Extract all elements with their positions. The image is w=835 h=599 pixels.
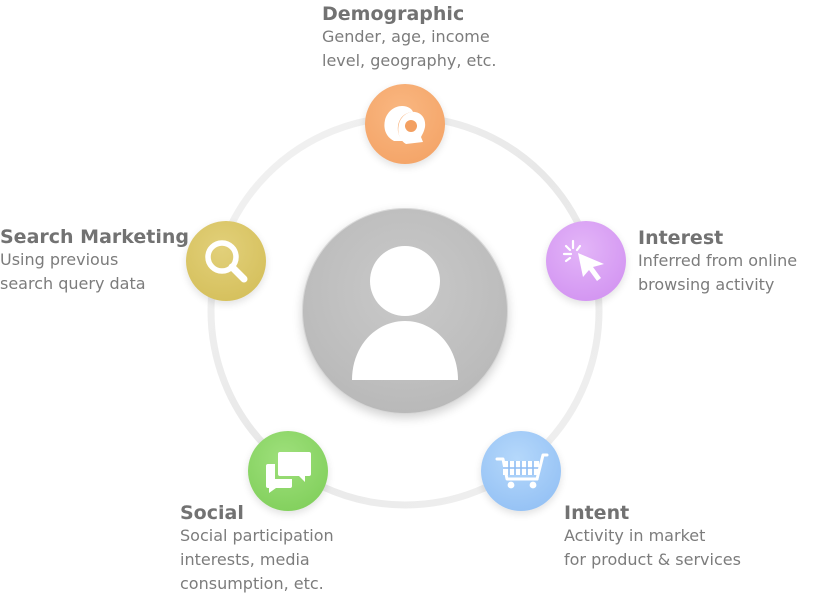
interest-label: Interest Inferred from online browsing a… xyxy=(638,227,797,297)
demographic-title: Demographic xyxy=(322,3,465,25)
people-heads-icon xyxy=(384,106,426,144)
intent-desc-line2: for product & services xyxy=(564,550,741,569)
magnifier-icon xyxy=(205,240,248,283)
search-node xyxy=(186,221,266,301)
intent-label: Intent Activity in market for product & … xyxy=(564,502,741,572)
social-desc-line2: interests, media xyxy=(180,550,310,569)
interest-title: Interest xyxy=(638,227,724,249)
search-desc-line2: search query data xyxy=(0,274,146,293)
demographic-label: Demographic Gender, age, income level, g… xyxy=(322,3,496,73)
social-node xyxy=(248,431,328,511)
demographic-desc-line2: level, geography, etc. xyxy=(322,51,497,70)
interest-desc-line1: Inferred from online xyxy=(638,251,798,270)
cursor-click-icon xyxy=(562,239,604,281)
intent-desc-line1: Activity in market xyxy=(564,526,706,545)
search-desc-line1: Using previous xyxy=(0,250,119,269)
demographic-desc-line1: Gender, age, income xyxy=(322,27,490,46)
center-user-avatar xyxy=(302,208,508,414)
social-title: Social xyxy=(180,502,244,524)
chat-bubbles-icon xyxy=(266,452,311,493)
shopping-cart-icon xyxy=(495,453,549,489)
social-label: Social Social participation interests, m… xyxy=(180,502,334,596)
intent-node xyxy=(481,431,561,511)
social-desc-line1: Social participation xyxy=(180,526,334,545)
demographic-node xyxy=(365,84,445,164)
search-title: Search Marketing xyxy=(0,226,189,248)
social-desc-line3: consumption, etc. xyxy=(180,574,324,593)
interest-node xyxy=(546,221,626,301)
intent-title: Intent xyxy=(564,502,630,524)
search-label: Search Marketing Using previous search q… xyxy=(0,226,189,296)
user-avatar-icon xyxy=(352,246,458,380)
interest-desc-line2: browsing activity xyxy=(638,275,775,294)
